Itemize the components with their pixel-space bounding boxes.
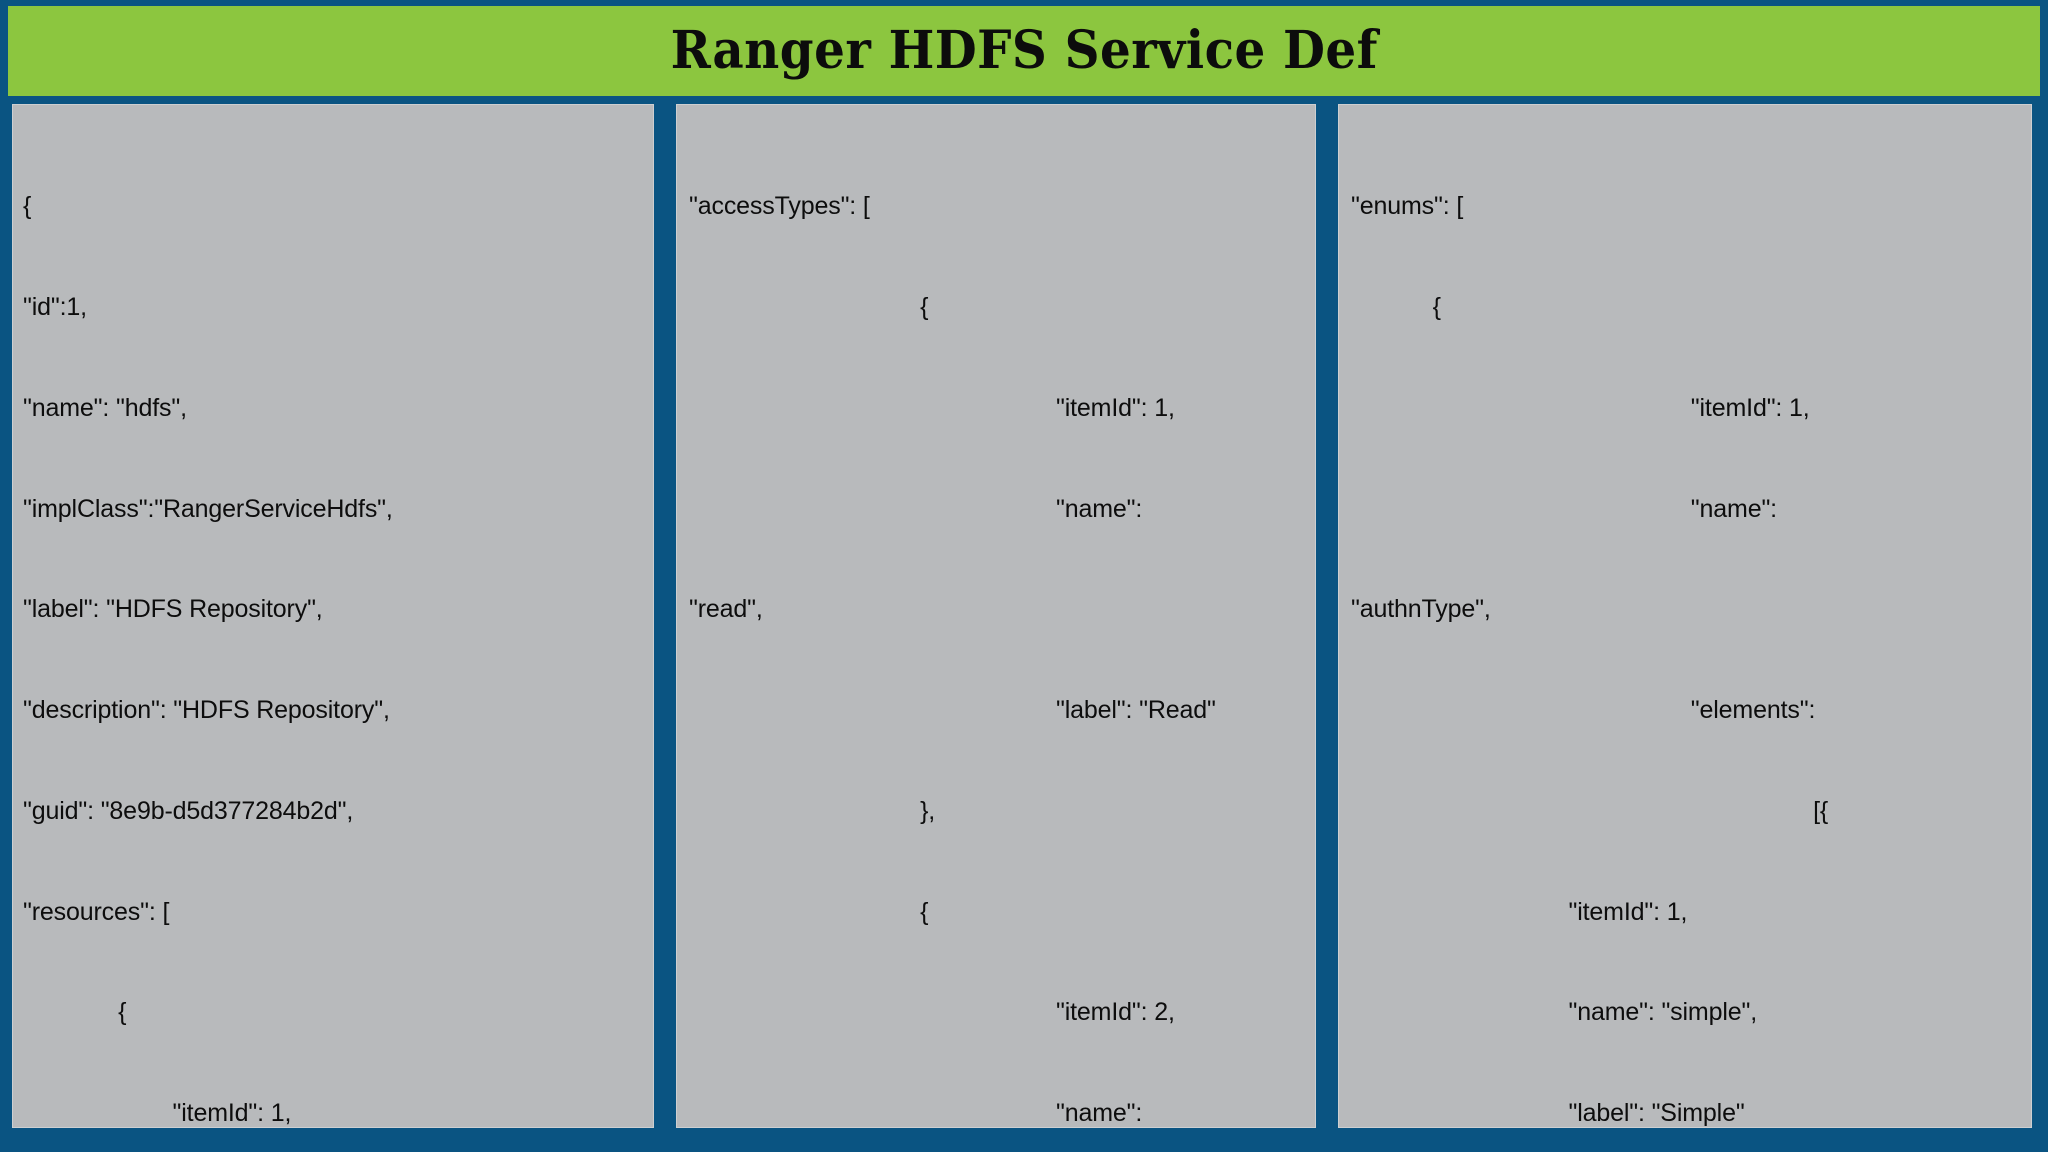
code-line: "id":1, (23, 292, 87, 321)
code-block-2: "accessTypes": [ { "itemId": 1, "n (677, 105, 1315, 1128)
code-line: "label": "Read" (689, 696, 1216, 725)
code-line: "implClass":"RangerServiceHdfs", (23, 494, 393, 523)
code-line: "itemId": 2, (689, 998, 1175, 1027)
code-line: { (23, 998, 127, 1027)
code-line: "name": (1351, 494, 1777, 523)
code-line: "itemId": 1, (689, 393, 1175, 422)
code-line: { (23, 192, 32, 221)
code-line: }, (689, 796, 936, 825)
code-line: "itemId": 1, (23, 1099, 292, 1128)
page-title: Ranger HDFS Service Def (670, 20, 1378, 81)
code-line: "resources": [ (23, 897, 170, 926)
code-line: "name": "simple", (1351, 998, 1758, 1027)
code-line: "authnType", (1351, 595, 1491, 624)
code-line: "guid": "8e9b-d5d377284b2d", (23, 796, 354, 825)
code-line: "enums": [ (1351, 192, 1464, 221)
code-line: { (689, 897, 929, 926)
code-line: "itemId": 1, (1351, 393, 1810, 422)
code-line: [{ (1351, 796, 1829, 825)
code-line: "itemId": 1, (1351, 897, 1688, 926)
code-line: "description": "HDFS Repository", (23, 696, 390, 725)
code-line: "label": "Simple" (1351, 1099, 1745, 1128)
code-line: { (689, 292, 929, 321)
code-panel-service-def-header: { "id":1, "name": "hdfs", "implClass":"R… (12, 104, 654, 1128)
code-line: "read", (689, 595, 763, 624)
content-columns: { "id":1, "name": "hdfs", "implClass":"R… (0, 104, 2048, 1134)
header-banner: Ranger HDFS Service Def (8, 6, 2040, 96)
code-line: "name": (689, 494, 1143, 523)
code-line: { (1351, 292, 1441, 321)
code-panel-access-types-configs: "accessTypes": [ { "itemId": 1, "n (676, 104, 1316, 1128)
code-block-1: { "id":1, "name": "hdfs", "implClass":"R… (13, 105, 653, 1128)
code-line: "elements": (1351, 696, 1816, 725)
code-line: "name": "hdfs", (23, 393, 187, 422)
code-panel-enums: "enums": [ { "itemId": 1, "name": "authn… (1338, 104, 2032, 1128)
code-line: "label": "HDFS Repository", (23, 595, 323, 624)
code-line: "name": (689, 1099, 1143, 1128)
code-line: "accessTypes": [ (689, 192, 870, 221)
code-block-3: "enums": [ { "itemId": 1, "name": "authn… (1339, 105, 2031, 1128)
